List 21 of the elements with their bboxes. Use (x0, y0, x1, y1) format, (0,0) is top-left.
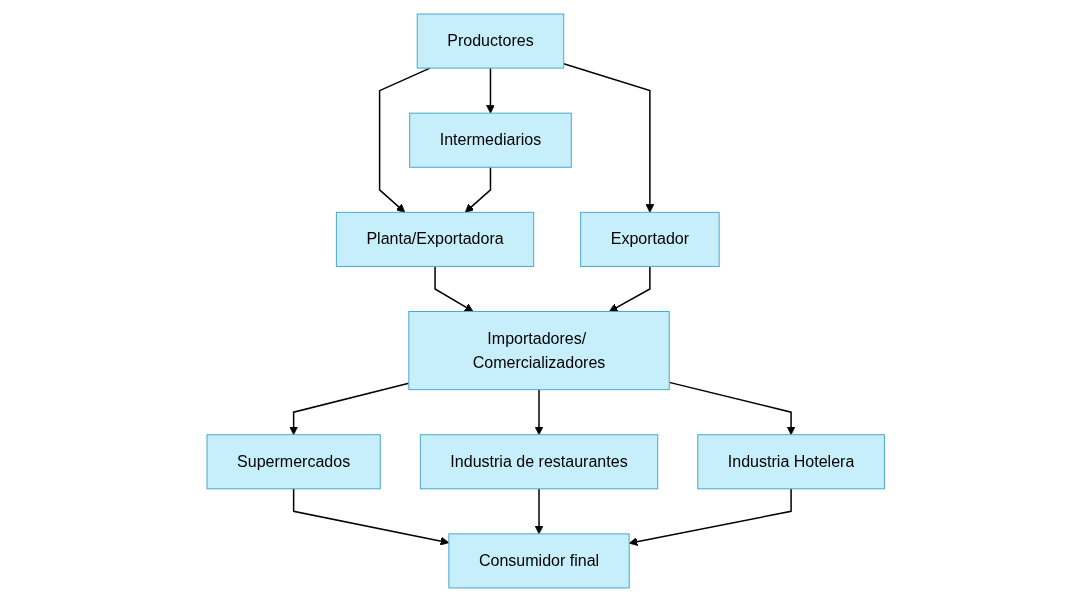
arrow (608, 265, 651, 312)
node-box: Intermediarios (408, 112, 572, 168)
node-box: Supermercados (206, 434, 381, 490)
arrow (562, 63, 655, 213)
arrow (668, 381, 796, 436)
node-box: Productores (416, 13, 564, 69)
arrow (292, 488, 450, 546)
arrow (534, 388, 544, 436)
node-box: Consumidor final (448, 533, 630, 589)
arrow (378, 67, 431, 213)
arrow (464, 166, 491, 213)
node-box: Industria Hotelera (697, 434, 885, 490)
arrow (434, 265, 474, 312)
arrow (534, 488, 544, 535)
arrow (289, 382, 410, 436)
node-box: Exportador (579, 211, 720, 267)
arrow (628, 488, 792, 546)
node-box: Importadores/ Comercializadores (408, 311, 670, 391)
node-box: Planta/Exportadora (335, 211, 534, 267)
node-box: Industria de restaurantes (419, 434, 658, 490)
arrow (485, 67, 495, 114)
